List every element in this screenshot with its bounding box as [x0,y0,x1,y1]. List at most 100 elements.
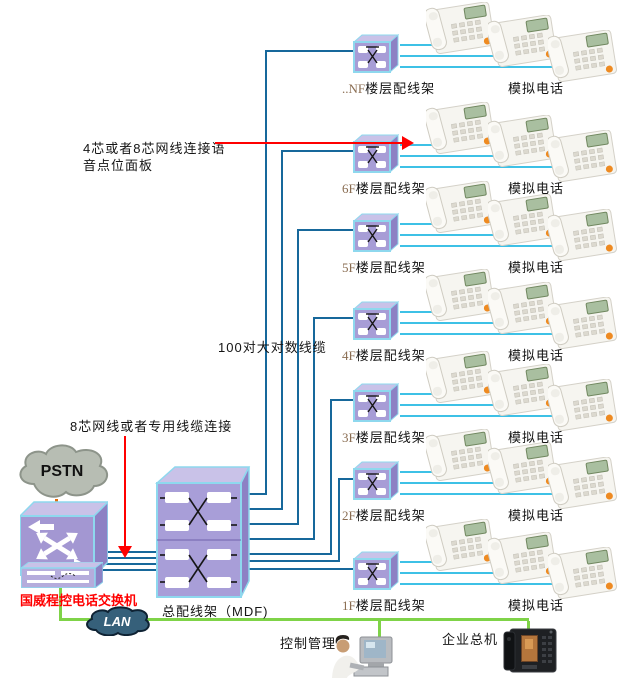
floor-frame-label: 4F楼层配线架 [342,345,426,364]
analog-phone-icon [423,518,496,576]
phone-line [400,66,572,68]
trunk-line-riser [297,229,299,523]
pbx-shelf-icon [19,561,105,593]
floor-frame-label: 2F楼层配线架 [342,505,426,524]
operator-phone-icon [502,625,558,678]
floor-frame-label-suffix: 楼层配线架 [355,348,426,363]
analog-phone-icon [423,180,496,238]
svg-text:LAN: LAN [104,614,131,629]
phone-line [400,393,448,395]
trunk-line-riser [313,317,315,538]
uplink-arrow-line [124,436,126,546]
phone-line [400,333,572,335]
analog-phone-icon [485,114,558,172]
mdf-label: 总配线架（MDF) [162,604,269,619]
pstn-cloud-icon: PSTN [12,442,112,507]
control-label: 控制管理 [280,636,337,651]
trunk-line-mdf-exit [244,538,315,540]
phone-line [400,482,512,484]
trunk-line-top [265,50,357,52]
trunk-line-mdf-exit [244,560,340,562]
phone-line [400,223,448,225]
trunk-line-mdf-exit [244,568,357,570]
lan-line-operator-drop [527,621,530,631]
floor-frame-label: 3F楼层配线架 [342,427,426,446]
analog-phone-icon [423,428,496,486]
phone-line [400,166,572,168]
analog-phones-label: 模拟电话 [508,81,565,96]
phone-line [400,144,448,146]
analog-phone-icon [485,441,558,499]
lan-line-control-drop [378,621,381,642]
floor-frame-label-prefix: 5F [342,260,356,275]
floor-frame-icon [352,212,400,257]
analog-phone-icon [423,101,496,159]
trunk-line-riser [338,478,340,562]
mdf-icon [150,464,254,605]
floor-frame-label-suffix: 楼层配线架 [365,81,436,96]
analog-phone-icon [423,350,496,408]
trunk-line-riser [281,150,283,508]
floor-frame-label-suffix: 楼层配线架 [355,181,426,196]
trunk-line-riser [265,50,267,493]
phone-line [400,561,448,563]
floor-frame-label: 6F楼层配线架 [342,178,426,197]
trunk-line-top [338,478,357,480]
phone-line [400,471,448,473]
trunk-line-top [330,399,357,401]
analog-phone-icon [545,29,618,87]
floor-frame-label-prefix: 6F [342,181,356,196]
analog-phone-icon [485,531,558,589]
analog-phone-icon [485,14,558,72]
voice-panel-arrow-line [215,142,403,144]
lan-line-horizontal [59,618,529,621]
phone-line [400,44,448,46]
analog-phones-label: 模拟电话 [508,598,565,613]
analog-phone-icon [545,378,618,436]
phone-line [400,583,572,585]
floor-frame-label: ..NF楼层配线架 [342,78,435,97]
analog-phone-icon [423,268,496,326]
operator-label: 企业总机 [442,632,499,647]
phone-line [400,55,512,57]
analog-phone-icon [545,208,618,266]
floor-frame-label-suffix: 楼层配线架 [355,508,426,523]
analog-phone-icon [545,456,618,514]
uplink-note: 8芯网线或者专用线缆连接 [70,419,233,434]
floor-frame-icon [352,33,400,78]
floor-frame-label-suffix: 楼层配线架 [355,430,426,445]
analog-phones-label: 模拟电话 [508,348,565,363]
lan-line-pbx-drop [59,581,62,620]
floor-frame-label-suffix: 楼层配线架 [355,260,426,275]
svg-text:PSTN: PSTN [41,463,84,480]
analog-phone-icon [485,363,558,421]
floor-frame-icon [352,550,400,595]
voice-panel-note-line2: 音点位面板 [83,158,154,173]
phone-line [400,322,512,324]
trunk-line-top [313,317,357,319]
trunk-line-riser [330,399,332,553]
floor-frame-label-prefix: 4F [342,348,356,363]
phone-line [400,415,572,417]
floor-frame-label-prefix: 3F [342,430,356,445]
analog-phone-icon [545,546,618,604]
pbx-label: 国威程控电话交换机 [20,593,138,608]
floor-frame-icon [352,382,400,427]
trunk-line-mdf-exit [244,508,283,510]
floor-frame-label: 1F楼层配线架 [342,595,426,614]
trunk-line-mdf-exit [244,493,267,495]
voice-panel-arrowhead-icon [402,136,414,150]
phone-line [400,245,572,247]
floor-frame-label-suffix: 楼层配线架 [355,598,426,613]
floor-frame-label: 5F楼层配线架 [342,257,426,276]
analog-phone-icon [545,129,618,187]
analog-phone-icon [545,296,618,354]
phone-line [400,572,512,574]
floor-frame-label-prefix: ..NF [342,81,366,96]
floor-frame-label-prefix: 2F [342,508,356,523]
trunk-line-mdf-exit [244,553,332,555]
lan-cloud-icon: LAN [82,606,152,641]
floor-frame-icon [352,460,400,505]
control-operator-icon [326,633,396,678]
